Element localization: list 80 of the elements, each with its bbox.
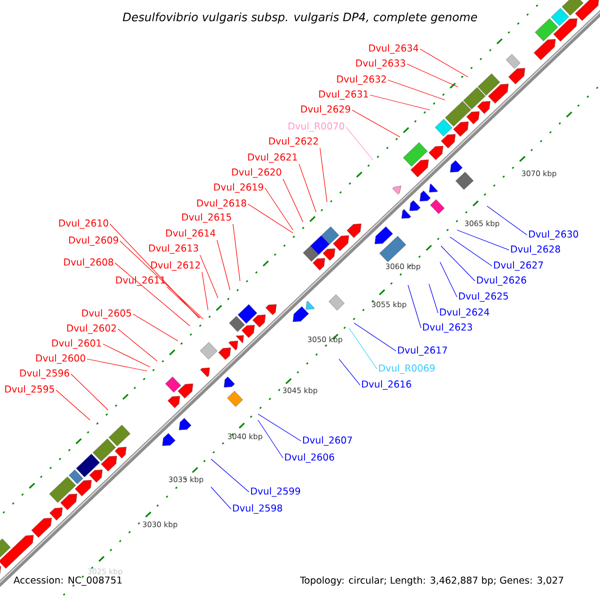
gene-label: Dvul_2596 [20,369,70,379]
gene-label: Dvul_2628 [511,245,560,255]
leader-line [486,206,528,236]
leader-line [132,314,178,342]
gene-label: Dvul_2616 [362,380,412,390]
gene-label: Dvul_2614 [166,229,216,239]
leader-line [408,284,422,328]
leader-line [102,344,150,368]
gene-label: Dvul_2605 [82,309,131,319]
gene-label: Dvul_2631 [319,90,368,100]
gene-label: Dvul_2609 [69,236,118,246]
leader-line [420,48,468,78]
gene-label: Dvul_2623 [423,323,472,333]
leader-line [338,358,360,386]
gene-label: Dvul_2621 [248,153,297,163]
gene-label: Dvul_2608 [64,258,114,268]
gene-label: Dvul_2606 [285,453,334,463]
leader-line [232,224,240,282]
leader-line [354,322,396,352]
leader-line [210,458,250,492]
gene-label: Dvul_2610 [59,219,108,229]
leader-line [370,94,430,110]
leader-line [258,420,284,458]
leader-line [110,224,200,318]
leader-line [456,230,510,250]
gene-label: Dvul_2599 [251,487,300,497]
gene-label: Dvul_2613 [149,244,198,254]
leader-line [248,204,294,234]
gene-label: Dvul_2615 [182,213,231,223]
gene-label: Dvul_2632 [337,75,386,85]
leader-line [216,240,230,290]
leader-line [118,328,158,362]
gene-label: Dvul_2634 [369,44,418,54]
leader-line [114,262,190,326]
leader-line [450,236,492,266]
gene-label: Dvul_2629 [301,105,350,115]
gene-label: Dvul_2600 [36,354,86,364]
gene-label: Dvul_2624 [440,308,490,318]
gene-label: Dvul_2622 [269,137,318,147]
leader-line [428,284,438,314]
leader-line [120,240,204,320]
leader-line [348,328,378,370]
leader-line [264,188,294,230]
leader-line [202,272,208,310]
leader-line [406,64,458,88]
leader-line [388,80,446,100]
gene-label: Dvul_2617 [398,346,447,356]
leader-line [440,262,458,298]
footer-text: Topology: circular; Length: 3,462,887 bp; Genes: 3,027 [300,576,564,586]
leader-line [56,390,90,420]
leader-line [440,246,476,282]
gene-label: Dvul_2618 [197,199,246,209]
gene-label: Dvul_2602 [67,324,116,334]
leader-line [166,286,200,318]
gene-label: Dvul_2630 [529,230,578,240]
gene-label: Dvul_2626 [477,276,526,286]
leader-line [86,358,148,372]
leader-line [258,414,302,442]
gene-label: Dvul_2625 [459,292,508,302]
gene-label: Dvul_2612 [151,261,200,271]
leader-line [346,126,374,160]
leader-line [352,110,400,138]
gene-label: Dvul_2633 [356,59,406,69]
leader-line [282,178,304,222]
title: Desulfovibrio vulgaris subsp. vulgaris DP4, complete genome [122,12,478,24]
gene-label: Dvul_2627 [494,261,543,271]
gene-label: Dvul_2619 [214,183,264,193]
gene-label: Dvul_R0070 [288,122,344,132]
gene-label: Dvul_2607 [303,436,352,446]
leader-line [298,164,316,212]
gene-label: Dvul_2598 [233,504,282,514]
footer-text: Accession: NC_008751 [14,576,122,586]
leader-line [320,148,328,202]
gene-label: Dvul_2601 [52,339,101,349]
leader-line [70,374,108,410]
leader-line [200,254,218,298]
leader-line [210,486,232,510]
gene-label: Dvul_R0069 [379,364,435,374]
gene-label: Dvul_2595 [5,385,54,395]
gene-label: Dvul_2620 [232,168,282,178]
